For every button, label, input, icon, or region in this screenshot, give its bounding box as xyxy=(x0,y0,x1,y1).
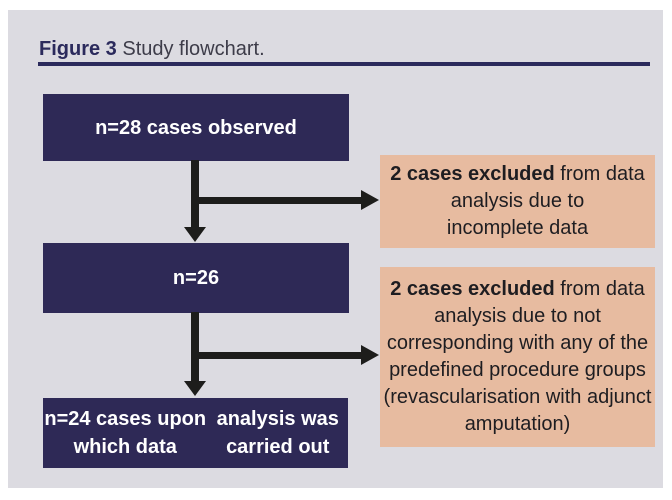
arrow-right-2-head-icon xyxy=(361,345,379,365)
text-line: 2 cases excluded from data xyxy=(390,276,645,303)
text-segment: n=28 cases observed xyxy=(95,116,297,139)
text-line: 2 cases excluded from data xyxy=(390,161,645,188)
text-segment: amputation) xyxy=(464,413,571,435)
text-line: n=26 xyxy=(173,264,219,292)
flow-box-n26: n=26 xyxy=(43,243,349,313)
arrow-down-1-head-icon xyxy=(184,227,206,242)
text-line: n=28 cases observed xyxy=(95,114,297,142)
arrow-right-2-line xyxy=(195,352,362,359)
text-segment: 2 cases excluded xyxy=(390,278,555,300)
text-segment: incomplete data xyxy=(446,217,589,239)
text-line: (revascularisation with adjunct xyxy=(384,384,652,411)
text-segment: (revascularisation with adjunct xyxy=(383,386,652,408)
arrow-right-1-line xyxy=(195,197,362,204)
text-line: analysis due to xyxy=(451,188,584,215)
arrow-right-1-head-icon xyxy=(361,190,379,210)
text-segment: n=24 cases upon which data xyxy=(44,408,207,458)
text-line: corresponding with any of the xyxy=(387,330,648,357)
title-underline xyxy=(38,62,650,66)
text-line: n=24 cases upon which data xyxy=(43,405,207,461)
text-segment: 2 cases excluded xyxy=(390,163,555,185)
figure-title: Figure 3 Study flowchart. xyxy=(39,38,265,61)
text-line: analysis was carried out xyxy=(207,405,348,461)
text-line: analysis due to not xyxy=(434,303,601,330)
flow-box-n28-observed: n=28 cases observed xyxy=(43,94,349,161)
text-segment: from data xyxy=(554,278,645,300)
text-segment: analysis due to not xyxy=(434,305,601,327)
figure-caption: Study flowchart. xyxy=(122,38,265,60)
arrow-down-2-head-icon xyxy=(184,381,206,396)
text-segment: analysis was carried out xyxy=(216,408,339,458)
arrow-down-1-line xyxy=(191,160,199,228)
text-line: amputation) xyxy=(465,411,571,438)
figure-label: Figure 3 xyxy=(39,38,117,60)
text-segment: n=26 xyxy=(172,267,220,289)
text-segment: analysis due to xyxy=(450,190,585,212)
text-segment: from data xyxy=(554,163,645,185)
arrow-down-2-line xyxy=(191,312,199,382)
figure-panel: Figure 3 Study flowchart. n=28 cases obs… xyxy=(8,10,663,488)
text-segment: corresponding with any of the xyxy=(386,332,649,354)
text-line: predefined procedure groups xyxy=(389,357,646,384)
text-line: incomplete data xyxy=(447,215,588,242)
text-segment: predefined procedure groups xyxy=(389,359,646,381)
